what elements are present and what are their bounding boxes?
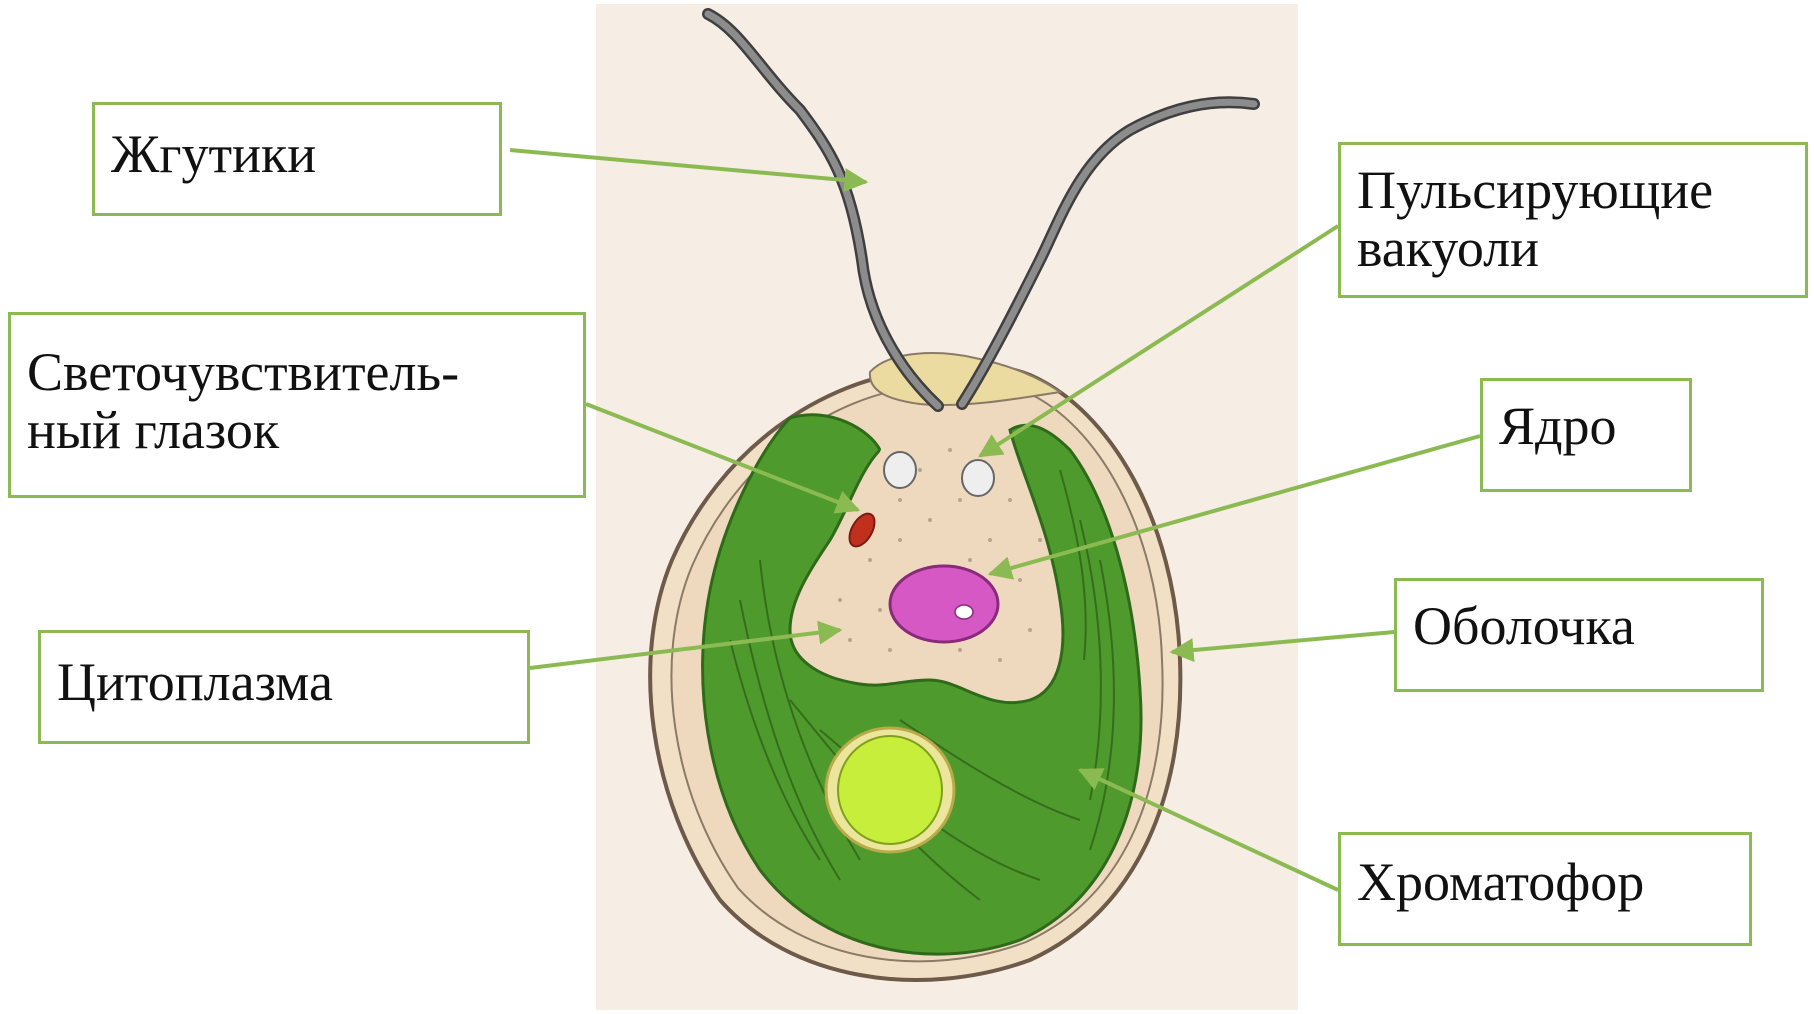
label-eyespot: Светочувствитель- ный глазок: [8, 312, 586, 498]
label-nucleus-text: Ядро: [1499, 397, 1673, 455]
label-eyespot-line1: Светочувствитель-: [27, 343, 567, 401]
label-vacuoles-line1: Пульсирующие: [1357, 161, 1789, 219]
label-flagella-text: Жгутики: [111, 125, 483, 183]
label-vacuoles-line2: вакуоли: [1357, 219, 1789, 277]
label-flagella: Жгутики: [92, 102, 502, 216]
label-contractile-vacuoles: Пульсирующие вакуоли: [1338, 142, 1808, 298]
label-nucleus: Ядро: [1480, 378, 1692, 492]
label-eyespot-line2: ный глазок: [27, 401, 567, 459]
label-cytoplasm-text: Цитоплазма: [57, 653, 511, 711]
contractile-vacuole-right: [962, 460, 994, 496]
label-membrane-text: Оболочка: [1413, 597, 1745, 655]
label-cytoplasm: Цитоплазма: [38, 630, 530, 744]
label-chromatophore: Хроматофор: [1338, 832, 1752, 946]
label-membrane: Оболочка: [1394, 578, 1764, 692]
paramylon-body: [838, 736, 942, 844]
contractile-vacuole-left: [884, 452, 916, 488]
nucleus: [890, 566, 998, 642]
label-chromatophore-text: Хроматофор: [1357, 853, 1733, 911]
nucleolus: [955, 605, 973, 619]
